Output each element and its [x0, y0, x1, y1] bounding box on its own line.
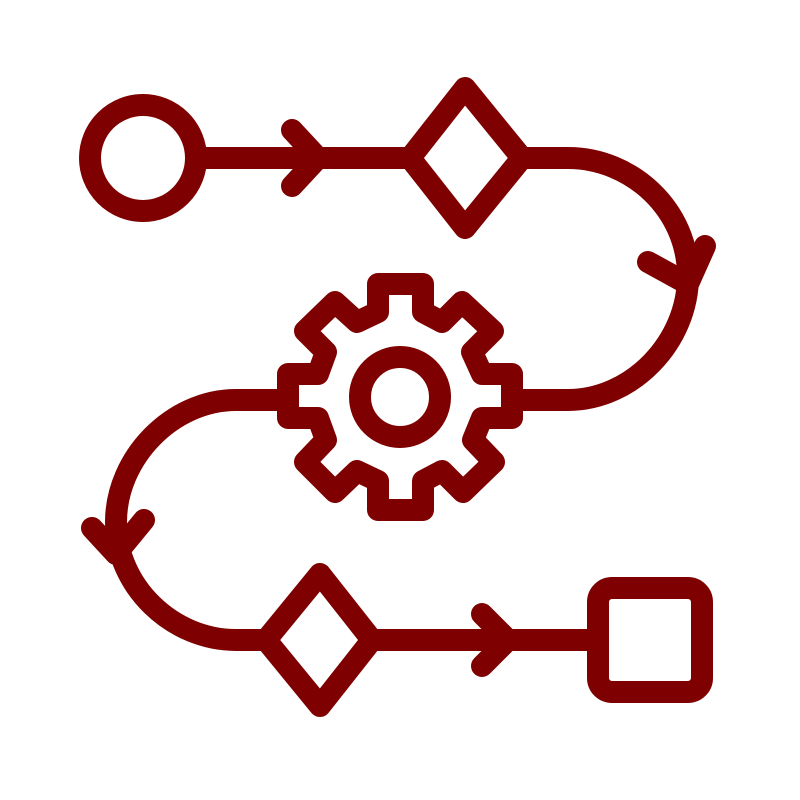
start-circle [79, 94, 207, 222]
arrowhead-right-bottom [471, 603, 519, 677]
arrowhead-down-left [81, 509, 155, 565]
end-square [587, 577, 713, 703]
arrowhead-right-top [281, 119, 329, 197]
gear-center-hole [349, 346, 451, 448]
gear-outline [277, 273, 523, 521]
connector-gear-to-decision-curve [105, 389, 299, 651]
decision-diamond-top [399, 77, 533, 239]
decision-diamond-bottom [255, 563, 383, 717]
arrowhead-down-right [637, 235, 716, 295]
